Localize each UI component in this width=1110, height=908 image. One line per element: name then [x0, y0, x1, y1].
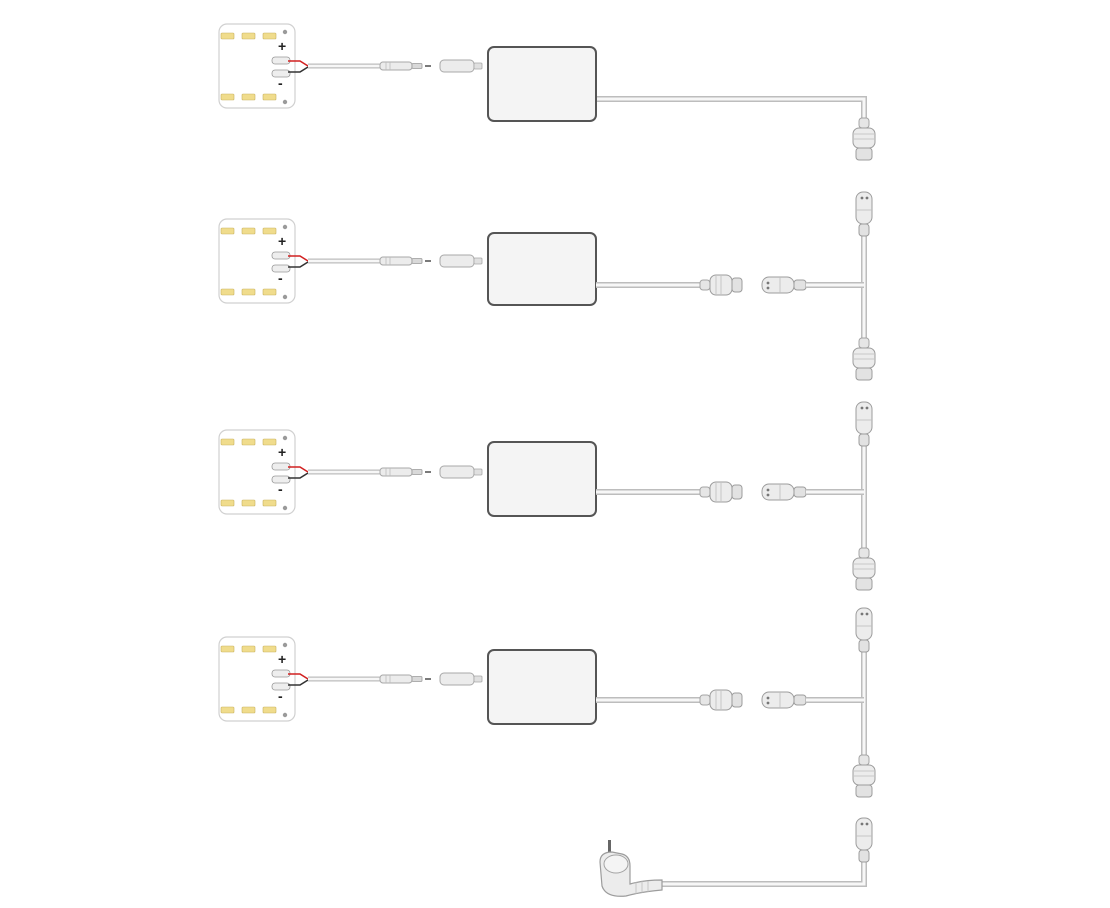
minus-sign: -: [278, 688, 283, 704]
row-3: + -: [218, 429, 876, 653]
plus-sign: +: [278, 651, 286, 667]
strip-wires: [288, 673, 380, 686]
dc-jack-female: [439, 465, 483, 479]
dc-jack-male: [379, 674, 432, 684]
dc-jack-female: [439, 254, 483, 268]
led-strip: + -: [218, 23, 296, 109]
waterproof-connector-male: [699, 689, 743, 711]
waterproof-connector-female: [761, 276, 807, 294]
plug-pin: [608, 840, 611, 854]
power-plug: [599, 840, 663, 897]
waterproof-connector-female: [855, 401, 873, 447]
waterproof-connector-male: [699, 274, 743, 296]
strip-wires: [288, 60, 380, 73]
led-strip: + -: [218, 429, 296, 515]
waterproof-connector-female: [855, 607, 873, 653]
minus-sign: -: [278, 270, 283, 286]
waterproof-connector-male: [852, 117, 876, 161]
waterproof-connector-female: [855, 191, 873, 237]
minus-sign: -: [278, 481, 283, 497]
row-1: + -: [218, 23, 876, 237]
dc-jack-male: [379, 467, 432, 477]
dc-jack-male: [379, 61, 432, 71]
strip-wires: [288, 255, 380, 268]
waterproof-connector-female: [855, 817, 873, 863]
led-driver: [487, 46, 597, 122]
led-driver: [487, 232, 597, 306]
led-driver: [487, 649, 597, 725]
waterproof-connector-female: [761, 691, 807, 709]
trunk-cable: [596, 96, 867, 887]
waterproof-connector-male: [699, 481, 743, 503]
waterproof-connector-male: [852, 547, 876, 591]
row-4: + -: [218, 636, 876, 863]
led-driver: [487, 441, 597, 517]
waterproof-connector-male: [852, 754, 876, 798]
strip-wires: [288, 466, 380, 479]
waterproof-connector-male: [852, 337, 876, 381]
dc-jack-female: [439, 672, 483, 686]
plus-sign: +: [278, 444, 286, 460]
dc-jack-female: [439, 59, 483, 73]
led-strip: + -: [218, 636, 296, 722]
plus-sign: +: [278, 233, 286, 249]
plus-sign: +: [278, 38, 286, 54]
minus-sign: -: [278, 75, 283, 91]
waterproof-connector-female: [761, 483, 807, 501]
led-strip: + -: [218, 218, 296, 304]
dc-jack-male: [379, 256, 432, 266]
row-2: + -: [218, 218, 876, 447]
